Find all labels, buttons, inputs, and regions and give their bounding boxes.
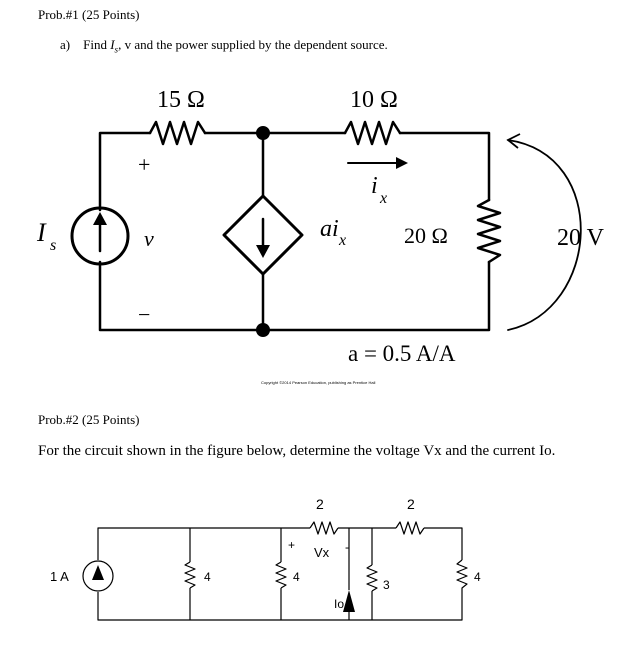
resistor-10-ohm (343, 120, 402, 146)
p2-label-4-a: 4 (204, 570, 211, 584)
p2-current-source-arrowhead (92, 565, 104, 580)
part-a-is-subscript: s (114, 44, 119, 55)
label-v-plus: + (138, 152, 150, 177)
label-v: v (144, 226, 154, 251)
p2-label-4-c: 4 (474, 570, 481, 584)
part-a-is-symbol: I (110, 37, 115, 52)
label-20-ohm: 20 Ω (404, 223, 448, 248)
resistor-20-ohm (476, 198, 502, 264)
p2-label-4-b: 4 (293, 570, 300, 584)
resistor-15-ohm (148, 120, 207, 146)
current-source-arrowhead (93, 212, 107, 225)
p2-label-2-right: 2 (407, 496, 415, 512)
label-v-minus: − (138, 302, 150, 327)
label-dep-x: x (338, 232, 346, 249)
p2-label-3: 3 (383, 578, 390, 592)
dependent-current-source (222, 194, 304, 276)
p2-label-vx: Vx (314, 545, 330, 560)
p2-wire-top-right (424, 527, 463, 560)
junction-node-bottom (256, 323, 270, 337)
p2-vx-minus: - (345, 540, 349, 554)
p2-resistor-3 (366, 564, 378, 592)
prob2-statement: For the circuit shown in the figure belo… (38, 443, 556, 459)
wire-right-bottom (98, 260, 491, 332)
voltage-arc-20v (507, 139, 582, 331)
label-a-value: a = 0.5 A/A (348, 341, 456, 366)
dependent-source-arrowhead (256, 245, 270, 258)
part-a-find-word: Find (83, 37, 107, 52)
wire-top-right (398, 131, 491, 202)
p2-resistor-4-a (184, 561, 196, 589)
part-a-marker: a) (60, 37, 71, 52)
p2-label-2-left: 2 (316, 496, 324, 512)
p2-resistor-4-b (275, 561, 287, 589)
p2-label-1a: 1 A (50, 569, 69, 584)
label-ix-i: i (371, 173, 378, 199)
p2-vx-plus: + (288, 538, 295, 552)
prob1-heading: Prob.#1 (25 Points) (38, 7, 140, 22)
label-dep-ai: ai (320, 216, 339, 242)
ix-arrowhead (396, 157, 408, 169)
p2-io-arrowhead (343, 590, 355, 612)
p2-resistor-2-right (395, 521, 425, 535)
p2-wire-bottom (97, 592, 463, 621)
p2-resistor-2-left (309, 521, 339, 535)
label-is-sub: s (50, 237, 56, 254)
current-source-is (70, 206, 130, 266)
prob1-part-a-statement: a) Find Is, v and the power supplied by … (60, 37, 388, 55)
part-a-rest-text: , v and the power supplied by the depend… (118, 37, 388, 52)
label-20-volts: 20 V (557, 225, 605, 251)
label-10-ohm: 10 Ω (350, 87, 398, 113)
voltage-arc-arrowhead (506, 133, 521, 149)
wire-left-top (98, 131, 152, 212)
prob2-heading: Prob.#2 (25 Points) (38, 412, 140, 427)
junction-node-top (256, 126, 270, 140)
label-ix-x: x (379, 190, 387, 207)
p2-label-io: Io (334, 597, 344, 611)
p2-current-source (82, 560, 114, 592)
label-is-main: I (36, 218, 47, 247)
copyright-notice: Copyright ©2014 Pearson Education, publi… (261, 380, 375, 385)
p2-resistor-4-c (456, 559, 468, 592)
label-15-ohm: 15 Ω (157, 87, 205, 113)
p2-wire-top-left (97, 527, 310, 560)
